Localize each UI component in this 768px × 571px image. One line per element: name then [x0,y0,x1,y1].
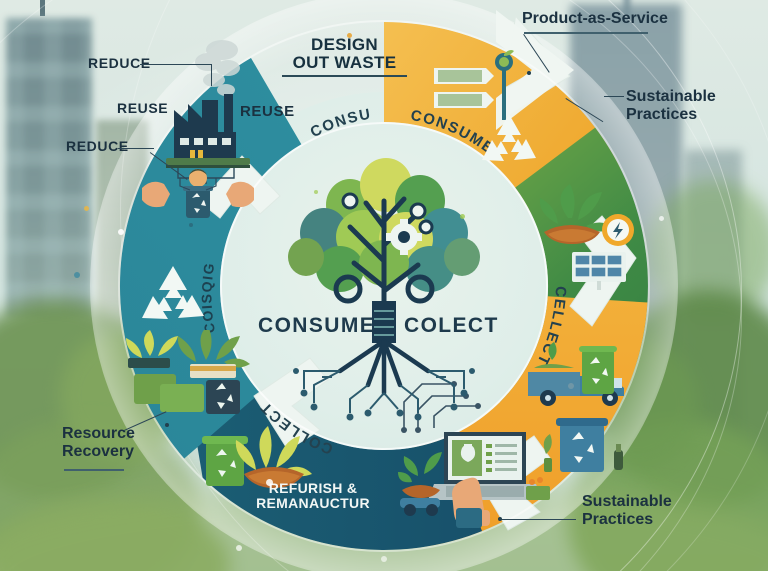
leader-dot [527,71,531,75]
sparkle-dot [460,214,465,219]
circuit-trace-decoration [401,381,481,433]
blue-recycling-bin-illustration [543,418,623,472]
sparkle-dot [568,383,574,389]
segment-label-design-out-waste: DESIGN OUT WASTE [282,35,407,77]
sp-bot-line-2: Practices [582,511,654,529]
sparkle-dot [84,206,89,211]
design-line-1: DESIGN [311,35,378,54]
refurbish-line-1: REFURISH & [268,480,358,496]
sparkle-dot [74,272,80,278]
design-line-2: OUT WASTE [282,54,407,77]
sparkle-dot [347,33,352,38]
recycling-symbol-green [482,114,536,161]
segment-label-refurbish-remanufacture: REFURISH & REMANAUCTUR [239,480,387,512]
center-word-collect: COLECT [404,314,499,337]
ring-word-reuse: REUSE [240,103,295,120]
sparkle-dot [381,556,387,562]
laptop-with-hand-illustration [398,432,550,528]
refurbish-line-2: REMANAUCTUR [256,495,370,512]
rr-line-1: Resource [62,425,135,442]
sparkle-dot [236,545,242,551]
center-tree-illustration [288,157,480,420]
recycling-truck-illustration [528,342,624,406]
sparkle-dot [189,223,193,227]
sp-top-line-2: Practices [626,106,698,124]
leader-line [211,64,213,86]
compost-bin-illustration [202,426,312,488]
callout-sustainable-practices-bottom: Sustainable Practices [582,493,672,529]
sp-top-line-1: Sustainable [626,88,716,105]
sparkle-dot [659,216,664,221]
leader-dot [498,517,502,521]
callout-sustainable-practices-top: Sustainable Practices [626,88,716,124]
factory-illustration [166,40,250,184]
recycling-symbol-teal [142,266,204,319]
rr-line-2: Recovery [62,443,135,461]
callout-reduce-top: REDUCE [88,55,151,71]
callout-reduce-lower: REDUCE [66,138,129,154]
callout-product-as-service: Product-as-Service [522,10,668,27]
sparkle-dot [118,229,124,235]
leader-line [118,148,154,150]
person-with-bin-illustration [142,169,254,218]
sparkle-dot [314,190,318,194]
planters-illustration [126,330,250,414]
callout-underline [524,32,648,34]
leader-line [140,64,212,66]
sparkle-dot [266,479,273,486]
service-signpost-illustration [434,50,514,120]
leader-line [500,519,576,521]
solar-and-plant-illustration [539,184,634,290]
callout-underline [64,469,124,471]
leader-dot [165,423,169,427]
circular-economy-ring: CONSUME CONSUME CELLECT COLLECT COISQIG [90,0,678,571]
callout-resource-recovery: Resource Recovery [62,425,135,461]
leader-line [604,96,624,98]
callout-reuse-left: REUSE [117,100,169,116]
sp-bot-line-1: Sustainable [582,493,672,510]
center-word-consume: CONSUME [258,314,376,337]
